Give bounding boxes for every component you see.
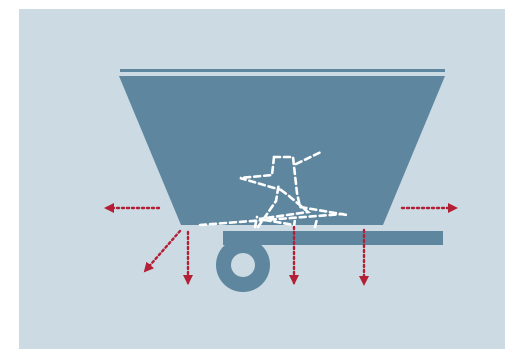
hopper (119, 69, 445, 225)
hopper-rim (120, 69, 445, 72)
agitator-base-line (198, 212, 345, 227)
wheel-icon (216, 238, 270, 292)
agitator-paddle-lower (258, 188, 312, 227)
agitator-paddle-left (239, 155, 283, 192)
wheel-hub (231, 253, 255, 277)
agitator-feet (253, 215, 319, 229)
hopper-body (119, 76, 445, 225)
material-flow-arrows (104, 203, 458, 286)
diagram-panel (19, 9, 505, 349)
agitator-paddle-upper (272, 155, 349, 217)
frame-rail (223, 231, 443, 245)
agitator-paddle-tip (294, 150, 323, 166)
arrow-icon (143, 229, 182, 273)
chassis (216, 231, 443, 292)
agitator-icon (198, 150, 349, 229)
